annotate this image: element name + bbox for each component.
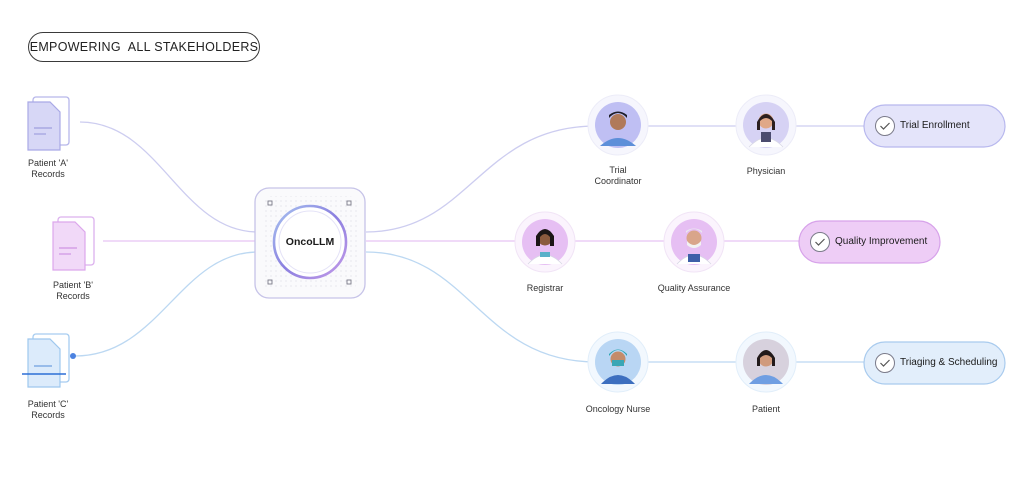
avatar-trial-coordinator xyxy=(587,94,649,156)
avatar-quality-assurance xyxy=(663,211,725,273)
check-icon xyxy=(880,122,890,130)
source-label-c: Patient 'C'Records xyxy=(27,399,69,420)
avatar-patient xyxy=(735,331,797,393)
connector-hub-top xyxy=(365,125,864,233)
connectors xyxy=(74,121,864,363)
outcome-pill-triaging-scheduling[interactable] xyxy=(863,341,1006,385)
document-icon-c xyxy=(22,333,76,388)
outcome-pill-quality-improvement[interactable] xyxy=(798,220,941,264)
outcome-label-quality-improvement: Quality Improvement xyxy=(835,236,928,247)
connector-source-c xyxy=(74,251,259,357)
stakeholder-label-patient: Patient xyxy=(751,404,781,414)
connector-hub-bottom xyxy=(365,251,864,363)
hub-label: OncoLLM xyxy=(285,236,335,248)
section-title-badge: EMPOWERING ALL STAKEHOLDERS xyxy=(28,32,260,62)
oncollm-hub xyxy=(254,187,366,299)
check-icon xyxy=(815,238,825,246)
outcome-label-trial-enrollment: Trial Enrollment xyxy=(900,120,970,131)
stakeholder-label-oncology-nurse: Oncology Nurse xyxy=(585,404,651,414)
outcome-pill-trial-enrollment[interactable] xyxy=(863,104,1006,148)
connector-source-a xyxy=(79,121,259,233)
stakeholder-label-physician: Physician xyxy=(746,166,786,176)
source-label-b: Patient 'B'Records xyxy=(53,280,93,301)
avatar-physician xyxy=(735,94,797,156)
stakeholder-label-registrar: Registrar xyxy=(526,283,564,293)
document-icon-a xyxy=(27,96,70,151)
avatar-oncology-nurse xyxy=(587,331,649,393)
stakeholder-label-quality-assurance: Quality Assurance xyxy=(657,283,731,293)
outcome-label-triaging-scheduling: Triaging & Scheduling xyxy=(900,357,998,368)
avatar-registrar xyxy=(514,211,576,273)
source-label-a: Patient 'A'Records xyxy=(28,158,68,179)
document-icon-b xyxy=(52,216,95,271)
check-icon xyxy=(880,359,890,367)
